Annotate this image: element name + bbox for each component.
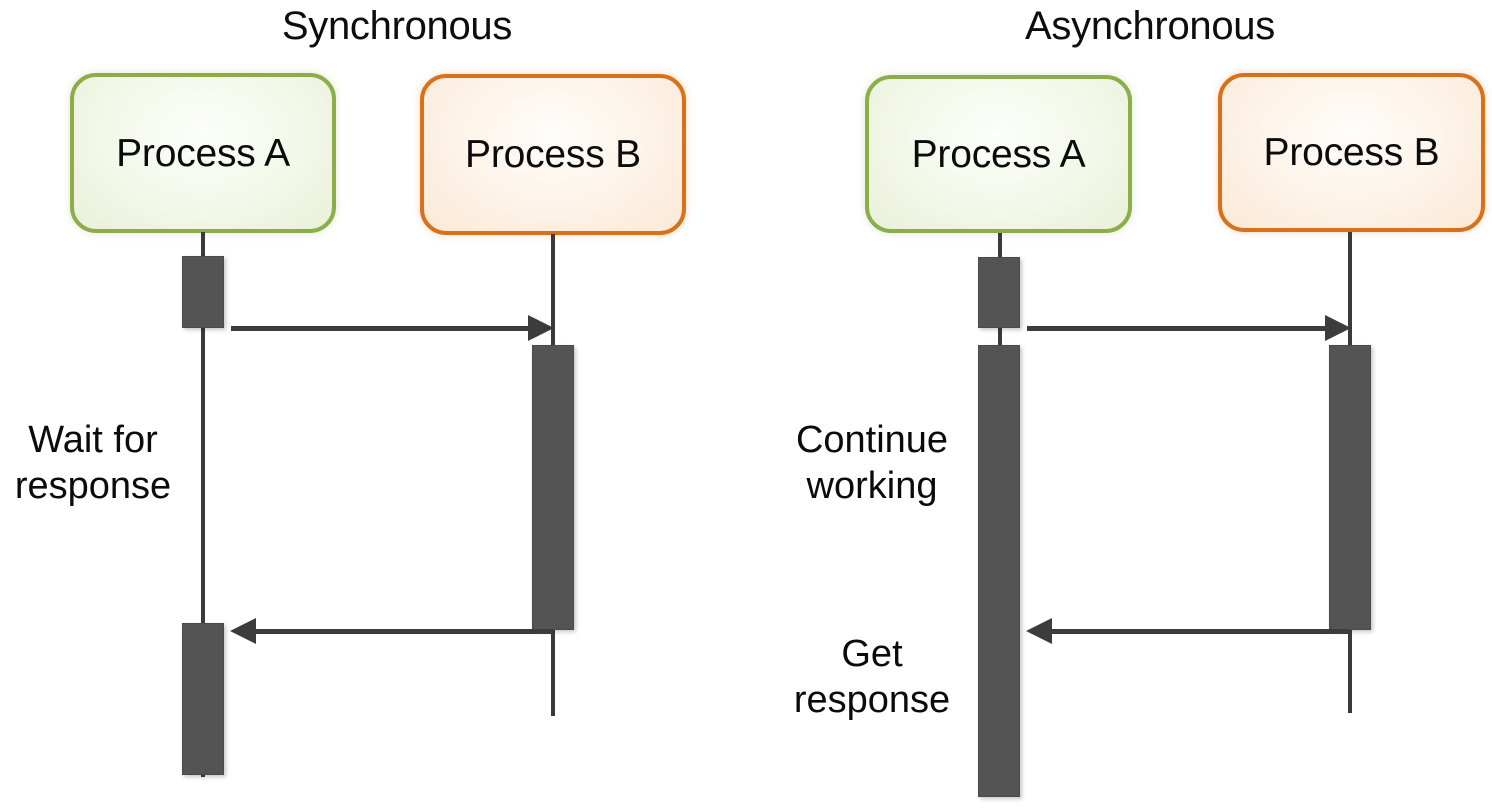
async-process-b-activation (1329, 345, 1371, 630)
async-process-b-label: Process B (1263, 131, 1440, 174)
sync-process-b-activation (532, 345, 574, 630)
synchronous-panel: Synchronous Process A Process B Wait for… (14, 4, 686, 777)
sync-request-arrow-line (231, 326, 544, 331)
synchronous-title: Synchronous (281, 4, 513, 48)
sync-process-a-box[interactable]: Process A (70, 73, 336, 233)
sync-process-a-label: Process A (116, 131, 290, 175)
async-response-arrow-head (1026, 618, 1052, 644)
async-continue-annotation: Continue working (795, 419, 949, 507)
sync-process-b-box[interactable]: Process B (420, 74, 686, 235)
async-request-arrow-head (1325, 315, 1351, 341)
async-process-b-box[interactable]: Process B (1218, 73, 1485, 232)
async-process-a-label: Process A (911, 132, 1086, 176)
asynchronous-title: Asynchronous (1025, 4, 1275, 48)
sync-process-a-lifeline (201, 232, 205, 777)
sync-wait-annotation: Wait for response (14, 419, 172, 507)
async-process-a-box[interactable]: Process A (865, 75, 1132, 233)
asynchronous-panel: Asynchronous Process A Process B Continu… (746, 0, 1492, 812)
sync-process-a-activation-resume (182, 623, 224, 775)
sync-process-a-activation-call (182, 256, 224, 328)
async-process-a-activation-continue (978, 345, 1020, 797)
sync-response-arrow-line (256, 629, 553, 634)
async-get-response-annotation: Get response (793, 633, 951, 721)
async-request-arrow-line (1027, 326, 1341, 331)
sync-response-arrow-head (230, 618, 256, 644)
async-response-arrow-line (1052, 629, 1350, 634)
async-process-a-activation-call (978, 257, 1020, 328)
sync-request-arrow-head (528, 315, 554, 341)
sync-process-b-label: Process B (465, 133, 641, 176)
